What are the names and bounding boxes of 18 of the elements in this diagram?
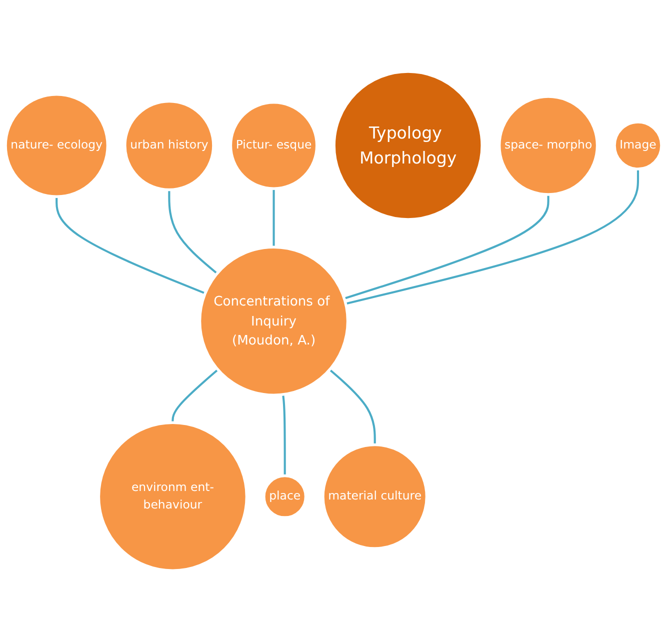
node-circle: place	[262, 474, 308, 520]
connector	[56, 197, 206, 295]
node-circle: Pictur- esque	[229, 101, 318, 190]
connector	[168, 190, 218, 275]
node-circle: material culture	[322, 444, 428, 550]
node-circle: Image	[613, 121, 663, 171]
node-circle: urban history	[124, 100, 215, 192]
connector	[272, 189, 275, 248]
node-circle: Typology Morphology	[332, 70, 484, 222]
connector	[282, 394, 286, 476]
node-circle: Concentrations of Inquiry (Moudon, A.)	[198, 246, 350, 397]
connector	[344, 194, 550, 300]
node-circle: space- morpho	[498, 96, 599, 196]
connector	[345, 169, 640, 306]
node-circle: environm ent-behaviour	[97, 422, 248, 572]
connector	[328, 369, 376, 446]
node-circle: nature- ecology	[4, 93, 110, 198]
connector	[172, 369, 219, 424]
